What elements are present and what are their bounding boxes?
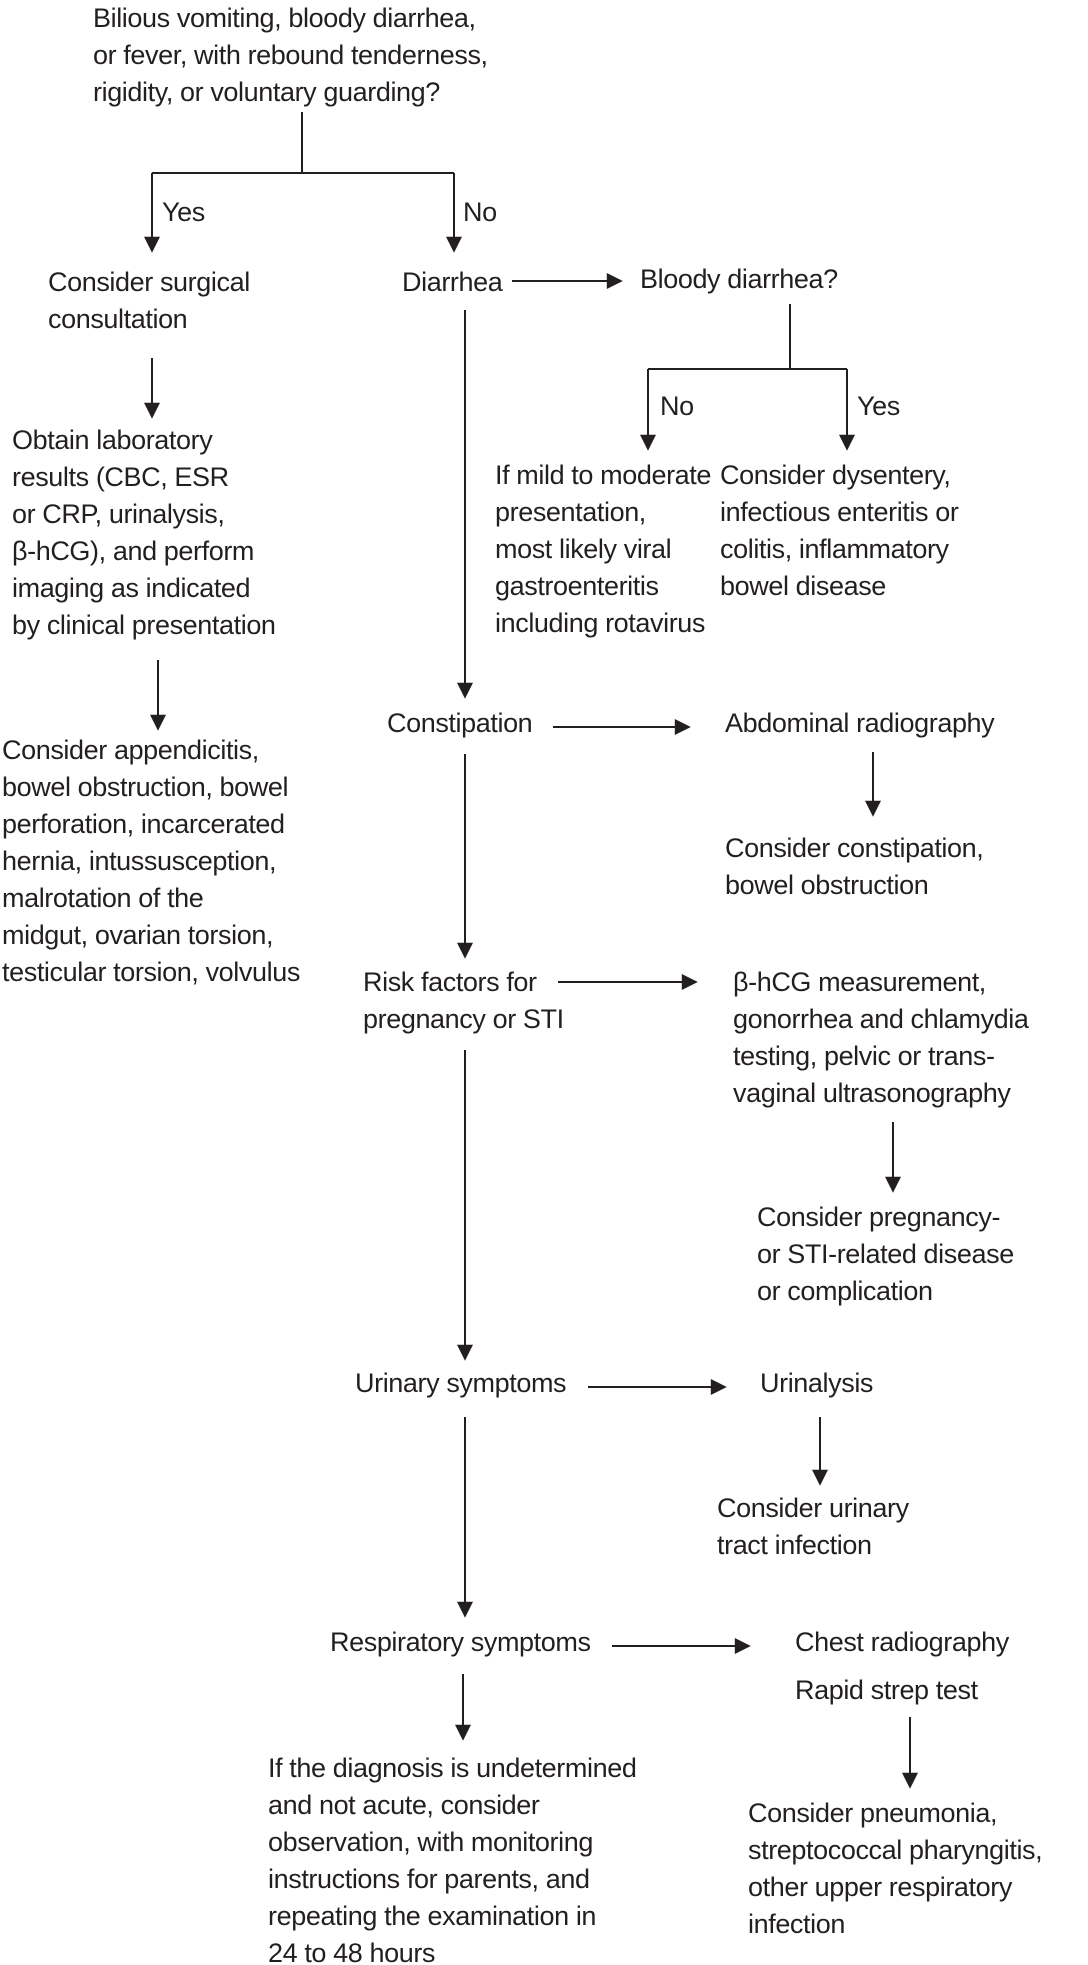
node-consider-constipation: Consider constipation, bowel obstruction — [725, 833, 984, 900]
node-consider-uti: Consider urinary tract infection — [717, 1493, 909, 1560]
edge-bloody-split — [640, 304, 855, 451]
node-constipation: Constipation — [387, 708, 533, 738]
node-bloody-diarrhea: Bloody diarrhea? — [640, 264, 838, 294]
node-bhcg-testing: β-hCG measurement, gonorrhea and chlamyd… — [733, 967, 1029, 1108]
node-urinary-symptoms: Urinary symptoms — [355, 1368, 567, 1398]
node-diarrhea: Diarrhea — [402, 267, 503, 297]
node-consider-pneumonia: Consider pneumonia, streptococcal pharyn… — [748, 1798, 1043, 1939]
branch-label-no-2: No — [660, 391, 694, 421]
branch-label-yes-1: Yes — [162, 197, 205, 227]
node-obtain-lab: Obtain laboratory results (CBC, ESR or C… — [12, 425, 276, 640]
node-urinalysis: Urinalysis — [760, 1368, 874, 1398]
branch-label-yes-2: Yes — [857, 391, 900, 421]
node-risk-factors: Risk factors for pregnancy or STI — [363, 967, 564, 1034]
edge-question-split — [144, 112, 462, 253]
node-rapid-strep-test: Rapid strep test — [795, 1675, 978, 1705]
branch-label-no-1: No — [463, 197, 497, 227]
node-question: Bilious vomiting, bloody diarrhea, or fe… — [93, 3, 488, 107]
node-consider-pregnancy: Consider pregnancy- or STI-related disea… — [757, 1202, 1014, 1306]
node-consider-dysentery: Consider dysentery, infectious enteritis… — [720, 460, 959, 601]
node-consider-appendicitis: Consider appendicitis, bowel obstruction… — [2, 735, 300, 987]
node-mild-moderate: If mild to moderate presentation, most l… — [495, 460, 711, 638]
node-undetermined-advice: If the diagnosis is undetermined and not… — [268, 1753, 637, 1965]
node-consider-surgical: Consider surgical consultation — [48, 267, 250, 334]
node-chest-radiography: Chest radiography — [795, 1627, 1009, 1657]
node-respiratory-symptoms: Respiratory symptoms — [330, 1627, 591, 1657]
node-abdominal-radiography: Abdominal radiography — [725, 708, 995, 738]
